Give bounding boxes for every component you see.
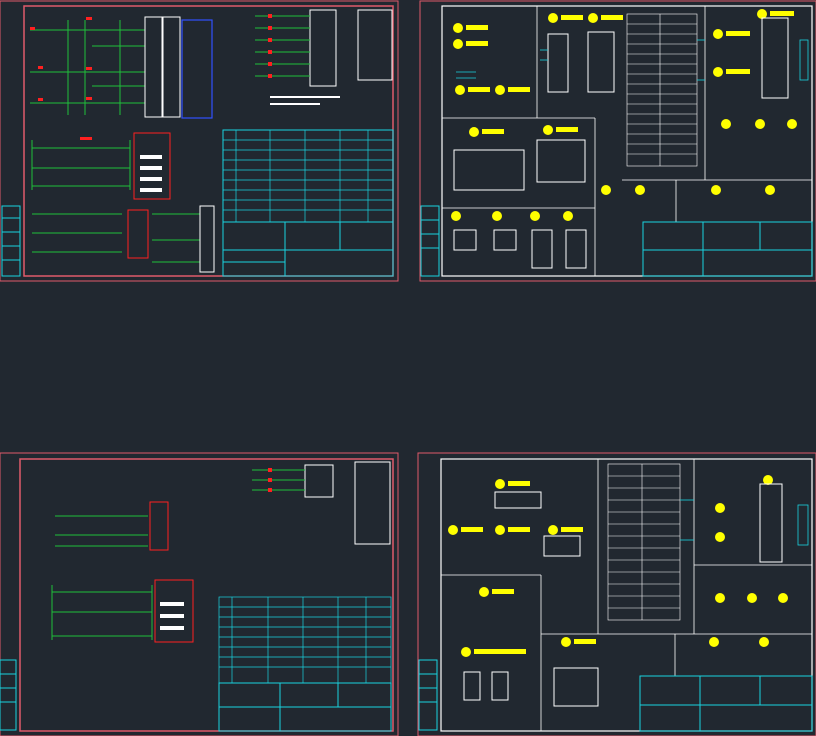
sheet-top-right (419, 0, 816, 282)
contactor-block (144, 16, 213, 119)
outer-frame (419, 0, 816, 282)
wiring-table (626, 13, 698, 167)
side-strip (420, 205, 440, 277)
parts-table (218, 596, 392, 684)
terminal-rows (252, 461, 391, 545)
title-block (642, 221, 813, 277)
cyan-wires (456, 39, 809, 81)
note-box (199, 205, 215, 273)
control-circuit-1 (31, 140, 131, 190)
component-labels (448, 475, 788, 657)
outer-frame (417, 452, 816, 736)
title-block (222, 221, 394, 277)
inner-frame (19, 458, 394, 732)
control-circuit-1-box (80, 132, 171, 200)
wiring-table (607, 463, 681, 621)
control-circuit-2 (32, 213, 200, 263)
inner-frame (441, 5, 813, 277)
control-circuit-2-box (127, 209, 149, 259)
outer-frame (0, 452, 399, 736)
panel-dividers (441, 459, 812, 731)
sheet-bottom-left (0, 452, 399, 736)
control-circuit-1-box (149, 501, 169, 551)
inner-frame (440, 458, 813, 732)
panel-dividers (442, 6, 812, 276)
side-strip (0, 659, 17, 731)
red-markers (30, 17, 92, 101)
cyan-wires (680, 499, 809, 546)
component-labels (451, 9, 797, 221)
control-circuit-2-box (154, 579, 194, 643)
component-blocks (463, 483, 783, 707)
sheet-top-left (0, 0, 399, 282)
side-strip (1, 205, 21, 277)
terminal-rows (255, 9, 393, 105)
power-circuit (30, 20, 145, 115)
control-circuit-1 (55, 515, 148, 547)
side-strip (418, 659, 438, 731)
title-block (639, 675, 813, 732)
outer-frame (0, 0, 399, 282)
control-circuit-2 (51, 585, 153, 640)
sheet-bottom-right (417, 452, 816, 736)
inner-frame (23, 5, 394, 277)
component-blocks (453, 17, 789, 269)
title-block (218, 682, 392, 732)
parts-table (222, 129, 394, 223)
